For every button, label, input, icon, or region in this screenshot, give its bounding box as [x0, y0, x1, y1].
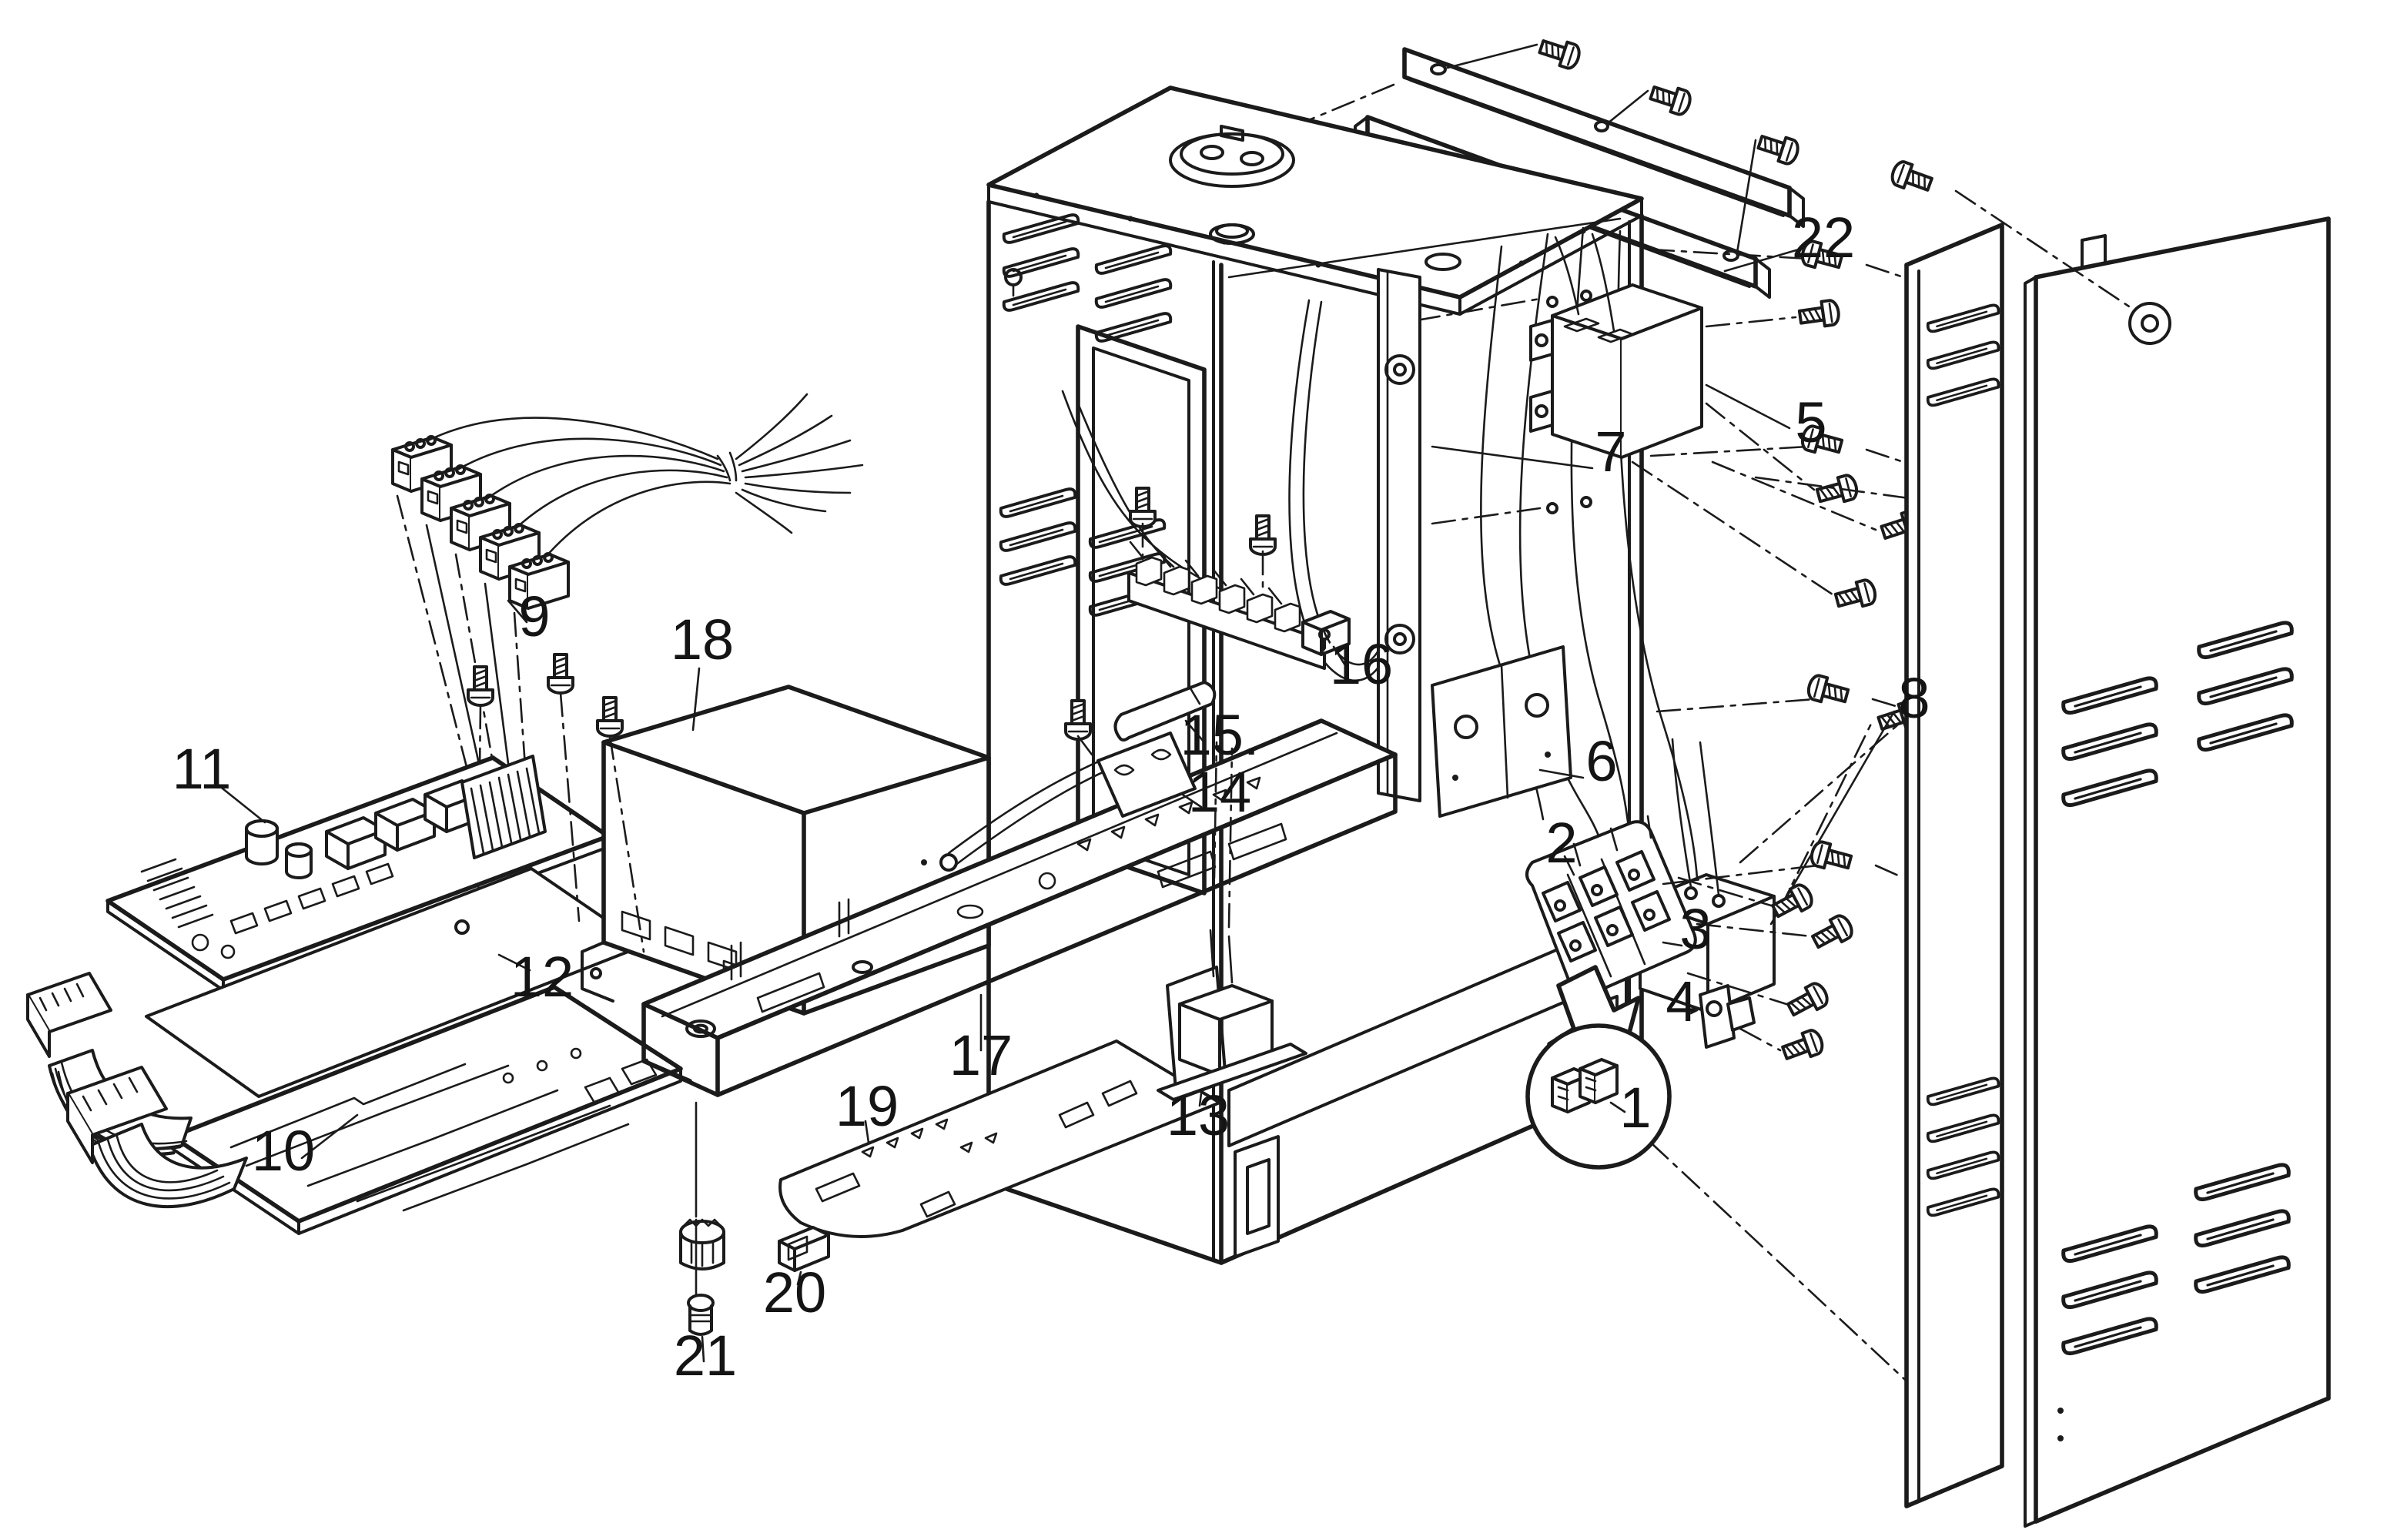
- pcb-connector: [460, 755, 547, 859]
- leader-11: [217, 784, 266, 824]
- leader-4: [1689, 1009, 1699, 1015]
- leader-2: [1563, 855, 1575, 876]
- leader-5: [1705, 383, 1791, 430]
- leader-9: [507, 599, 528, 624]
- transformer-cover: [547, 653, 991, 1016]
- callout-21: 21: [674, 1324, 737, 1388]
- leader-14: [1181, 793, 1203, 808]
- display-pcb: [26, 972, 683, 1235]
- leader-18: [691, 667, 701, 732]
- steam-outlet: [1169, 125, 1295, 188]
- control-pcb: [105, 755, 611, 992]
- callout-13: 13: [1167, 1083, 1230, 1147]
- pcb-traces: [229, 1047, 630, 1212]
- callout-20: 20: [763, 1260, 826, 1324]
- side-panel: [2024, 216, 2331, 1528]
- fuse-screw: [1064, 699, 1092, 741]
- bushing-set: [679, 1101, 725, 1363]
- terminal-screw: [1810, 912, 1855, 952]
- mounting-bracket: [1431, 645, 1585, 818]
- pcb-relays: [325, 779, 485, 870]
- rear-panel: [1904, 223, 2004, 1508]
- bottom-plate: [778, 1040, 1221, 1238]
- pcb-small-parts: [191, 862, 394, 959]
- rail-screw: [1646, 79, 1695, 119]
- pcb-capacitor: [245, 819, 313, 879]
- terminal-connector-strip: [391, 435, 570, 610]
- terminal-strip: [1061, 390, 1351, 673]
- callout-14: 14: [1188, 760, 1251, 824]
- callout-22: 22: [1792, 206, 1855, 270]
- heat-sink: [140, 858, 214, 929]
- cable-guide-strip: [1377, 268, 1594, 802]
- leader-10: [300, 1113, 359, 1160]
- leader-22: [1723, 248, 1800, 273]
- cover-screw: [596, 696, 624, 738]
- leader-20: [796, 1270, 802, 1286]
- harness-wires: [427, 393, 864, 559]
- leader-8: [1769, 710, 1896, 926]
- terminal-screw: [1769, 882, 1815, 922]
- top-slot: [1424, 253, 1461, 271]
- clamp-block: [778, 1226, 830, 1286]
- callout-1: 1: [1619, 1076, 1651, 1140]
- wiring-harness: [391, 393, 864, 972]
- plate-vents: [815, 1080, 1138, 1218]
- tray-grommet: [685, 960, 873, 1038]
- callout-16: 16: [1330, 632, 1393, 696]
- connector-detail: [1551, 1058, 1619, 1113]
- terminal-screw: [1785, 980, 1830, 1020]
- leader-3: [1662, 941, 1683, 947]
- leader-15: [1184, 719, 1206, 744]
- callout-12: 12: [511, 945, 574, 1009]
- leader-19: [864, 1120, 870, 1144]
- callout-19: 19: [835, 1074, 899, 1138]
- rail-screw: [1754, 129, 1803, 168]
- callout-10: 10: [252, 1119, 315, 1183]
- callout-15: 15.: [1180, 703, 1260, 767]
- leader-1: [1609, 1101, 1626, 1113]
- callout-6: 6: [1585, 729, 1617, 793]
- ribbon-connector: [26, 972, 168, 1164]
- callout-17: 17: [949, 1023, 1013, 1087]
- cover-screw: [547, 653, 574, 695]
- lock-hole: [2128, 302, 2171, 345]
- clamp-screw: [1779, 1026, 1827, 1066]
- callout-7: 7: [1595, 420, 1626, 484]
- leader-7: [1431, 445, 1594, 470]
- contactor-screw: [1832, 577, 1880, 614]
- detail-inset: [1525, 965, 1927, 1400]
- pcb-tabs: [584, 1058, 658, 1104]
- panel-tab: [2081, 234, 2107, 270]
- leader-12: [497, 953, 531, 972]
- fuse: [1113, 681, 1217, 742]
- harness-screw: [467, 665, 494, 707]
- callout-11: 11: [172, 737, 232, 801]
- callout-18: 18: [671, 608, 734, 671]
- contactor: [1529, 233, 1880, 614]
- leader-21: [701, 1335, 705, 1363]
- cable-clamp: [1689, 984, 1827, 1066]
- cabinet-leg: [1234, 1135, 1280, 1258]
- contactor-screw: [1796, 297, 1842, 331]
- rail-screw: [1535, 33, 1584, 72]
- callout-9: 9: [518, 584, 550, 648]
- callout-4: 4: [1666, 969, 1697, 1033]
- leader-16: [1332, 645, 1351, 673]
- interlock-transformer: [1157, 741, 1307, 1107]
- leader-6: [1538, 768, 1585, 779]
- leader-13: [1198, 1092, 1203, 1107]
- callout-8: 8: [1898, 666, 1930, 730]
- vent-louvers: [1002, 213, 1173, 343]
- callout-2: 2: [1545, 811, 1577, 875]
- strip-screw: [1249, 514, 1277, 556]
- fuse-assembly: [939, 681, 1217, 872]
- strip-screw: [1129, 487, 1157, 528]
- callout-3: 3: [1679, 897, 1711, 961]
- panel-screws: [1649, 158, 2133, 886]
- callout-5: 5: [1795, 390, 1826, 454]
